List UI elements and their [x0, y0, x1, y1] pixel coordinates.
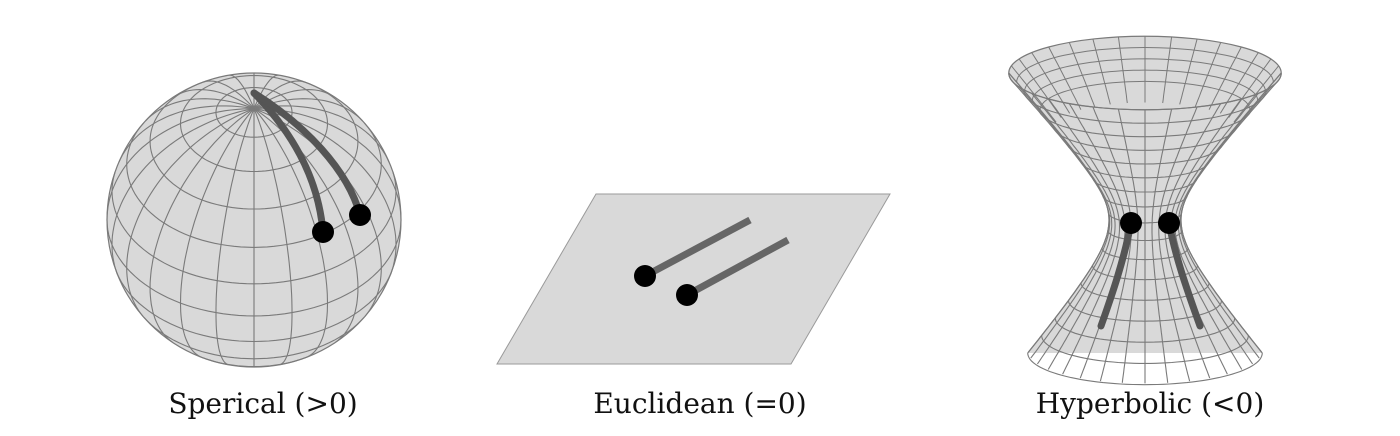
sphere-parallel	[254, 81, 359, 210]
sphere-parallel	[253, 356, 307, 368]
sphere-meridian	[201, 80, 255, 109]
hyperboloid-inner-longitude	[1194, 42, 1222, 107]
hyperboloid-inner-longitude	[1208, 46, 1242, 110]
plane-surface	[496, 193, 891, 365]
plane-line-1	[643, 216, 752, 280]
sphere-parallel	[253, 171, 397, 285]
sphere-parallel	[253, 219, 402, 317]
euclidean-caption: Euclidean (=0)	[593, 387, 807, 420]
hyperboloid-longitude	[1177, 86, 1272, 365]
hyperboloid-inner-longitude	[1031, 52, 1071, 114]
plane-point-1	[634, 265, 656, 287]
hyperboloid-inner-longitude	[1117, 36, 1128, 104]
sphere-parallel	[201, 356, 255, 368]
hyperboloid-inner-longitude	[1048, 46, 1082, 110]
sphere-point-2	[349, 204, 371, 226]
hyperboloid-inner-longitude	[1219, 52, 1259, 114]
hyperboloid-longitude	[1151, 108, 1173, 383]
sphere-panel	[106, 72, 402, 368]
hyperboloid-inner-longitude	[1162, 36, 1173, 104]
hyperbolic-caption: Hyperbolic (<0)	[1035, 387, 1265, 420]
hyperboloid-longitude	[1010, 79, 1111, 359]
sphere-parallel	[111, 171, 255, 285]
sphere-geodesic-1	[250, 89, 327, 236]
hyperboloid-point-1	[1120, 212, 1142, 234]
hyperboloid-geodesic-2	[1165, 219, 1204, 330]
sphere-meridian	[179, 108, 255, 359]
hyperboloid-longitude	[1018, 86, 1113, 365]
sphere-geodesic-2	[250, 89, 364, 219]
sphere-parallel	[253, 272, 392, 343]
hyperboloid-inner-longitude	[1228, 58, 1272, 118]
sphere-meridian	[111, 108, 255, 275]
sphere-parallel	[126, 122, 255, 248]
sphere-meridian	[149, 108, 255, 343]
plane-line-2	[685, 236, 790, 299]
sphere-parallel	[106, 219, 255, 317]
hyperboloid-longitude	[1031, 93, 1116, 370]
sphere-meridian	[174, 89, 255, 110]
hyperboloid-inner-longitude	[1011, 65, 1057, 123]
sphere-parallel	[215, 87, 293, 138]
sphere-meridian	[126, 108, 255, 317]
spherical-caption: Sperical (>0)	[168, 387, 358, 420]
sphere-parallel	[143, 316, 255, 360]
sphere-meridian	[253, 108, 329, 359]
plane-point-2	[676, 284, 698, 306]
sphere-meridian	[253, 108, 293, 366]
hyperboloid-panel	[1008, 35, 1282, 386]
sphere-meridian	[145, 98, 255, 122]
hyperboloid-inner-longitude	[1179, 38, 1198, 105]
hyperboloid-geodesic-1	[1097, 219, 1135, 330]
hyperboloid-point-2	[1158, 212, 1180, 234]
sphere-parallel	[253, 316, 365, 360]
hyperboloid-ring	[1027, 352, 1263, 386]
plane-panel	[496, 193, 891, 365]
sphere-point-1	[312, 221, 334, 243]
sphere-meridian	[229, 74, 255, 109]
sphere-meridian	[215, 108, 255, 366]
sphere-parallel	[116, 272, 255, 343]
hyperboloid-inner-longitude	[1092, 38, 1111, 105]
hyperboloid-inner-longitude	[1068, 42, 1096, 107]
hyperboloid-longitude	[1048, 98, 1121, 375]
hyperboloid-inner-longitude	[1233, 65, 1279, 123]
sphere-parallel	[149, 81, 254, 210]
hyperboloid-inner-longitude	[1018, 58, 1062, 118]
sphere-meridian	[253, 98, 363, 122]
hyperboloid-longitude	[1180, 72, 1282, 353]
sphere-grid	[106, 73, 402, 368]
